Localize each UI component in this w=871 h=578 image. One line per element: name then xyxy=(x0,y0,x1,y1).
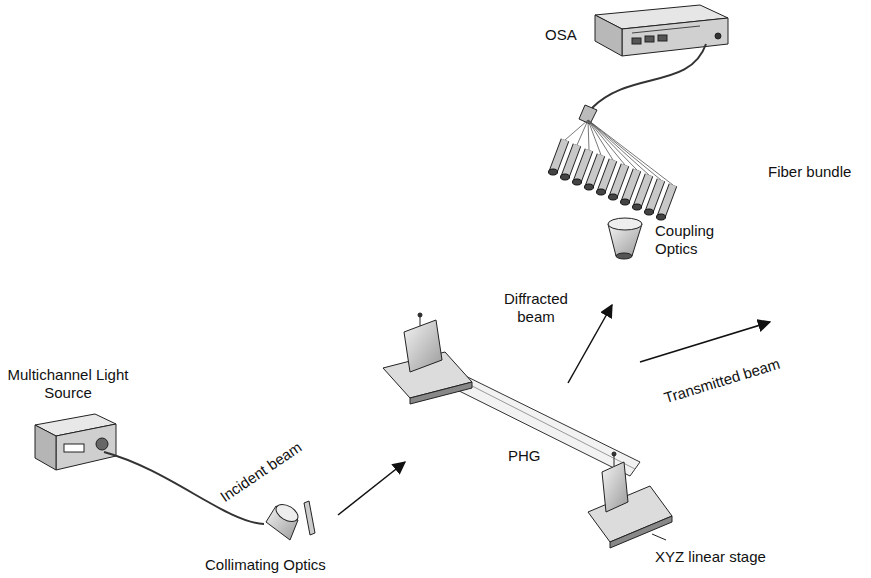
beam-label: Incident beam xyxy=(210,434,311,510)
fiber-bundle xyxy=(549,120,674,220)
fiber-end xyxy=(657,214,666,220)
fiber-tube xyxy=(661,185,673,217)
diffracted-beam-arrow xyxy=(568,305,612,383)
fiber-end xyxy=(561,174,570,180)
fiber-tube-body xyxy=(577,150,589,182)
fiber-end xyxy=(633,204,642,210)
coupling-lens xyxy=(608,218,642,259)
fiber-tube-body xyxy=(589,155,601,187)
collimating-lens xyxy=(266,501,315,540)
part-label: Fiber bundle xyxy=(768,163,868,181)
fiber-tube-body xyxy=(613,165,625,197)
fiber-tube xyxy=(649,180,661,212)
instrument-label: OSA xyxy=(545,26,590,44)
part-label: XYZ linear stage xyxy=(655,548,795,566)
fiber-end xyxy=(645,209,654,215)
fiber-tube xyxy=(637,175,649,207)
fiber-end xyxy=(549,169,558,175)
fiber-end xyxy=(573,179,582,185)
fiber-tube-body xyxy=(601,160,613,192)
fiber-tube xyxy=(553,140,565,172)
fiber-tube xyxy=(577,150,589,182)
phg-mount xyxy=(588,452,672,548)
fiber-cable xyxy=(592,44,706,108)
fiber-tube-body xyxy=(553,140,565,172)
fiber-strand xyxy=(588,120,625,165)
fiber-end xyxy=(597,189,606,195)
fiber-strand xyxy=(565,120,588,140)
light-source xyxy=(35,414,116,470)
fiber-tube-body xyxy=(649,180,661,212)
part-label: Collimating Optics xyxy=(205,556,355,574)
fiber-tube xyxy=(589,155,601,187)
fiber-end xyxy=(609,194,618,200)
fiber-strand xyxy=(588,120,589,150)
incident-beam-arrow xyxy=(338,462,405,515)
fiber-tube xyxy=(625,170,637,202)
part-label: Coupling Optics xyxy=(655,222,733,258)
fiber-tube xyxy=(565,145,577,177)
fiber-strand xyxy=(577,120,588,145)
part-label: Multichannel Light Source xyxy=(2,366,134,402)
fiber-end xyxy=(585,184,594,190)
part-label: PHG xyxy=(508,447,553,465)
beam-label: Transmitted beam xyxy=(652,352,791,410)
xyz-stage-mount xyxy=(383,313,472,404)
fiber-tube-body xyxy=(661,185,673,217)
fiber-tube-body xyxy=(637,175,649,207)
beam-label: Diffracted beam xyxy=(500,290,572,326)
fiber-tube xyxy=(613,165,625,197)
fiber-tube-body xyxy=(625,170,637,202)
osa-instrument xyxy=(595,5,728,56)
fiber-tube xyxy=(601,160,613,192)
fiber-tube-body xyxy=(565,145,577,177)
transmitted-beam-arrow xyxy=(640,322,770,362)
fiber-end xyxy=(621,199,630,205)
